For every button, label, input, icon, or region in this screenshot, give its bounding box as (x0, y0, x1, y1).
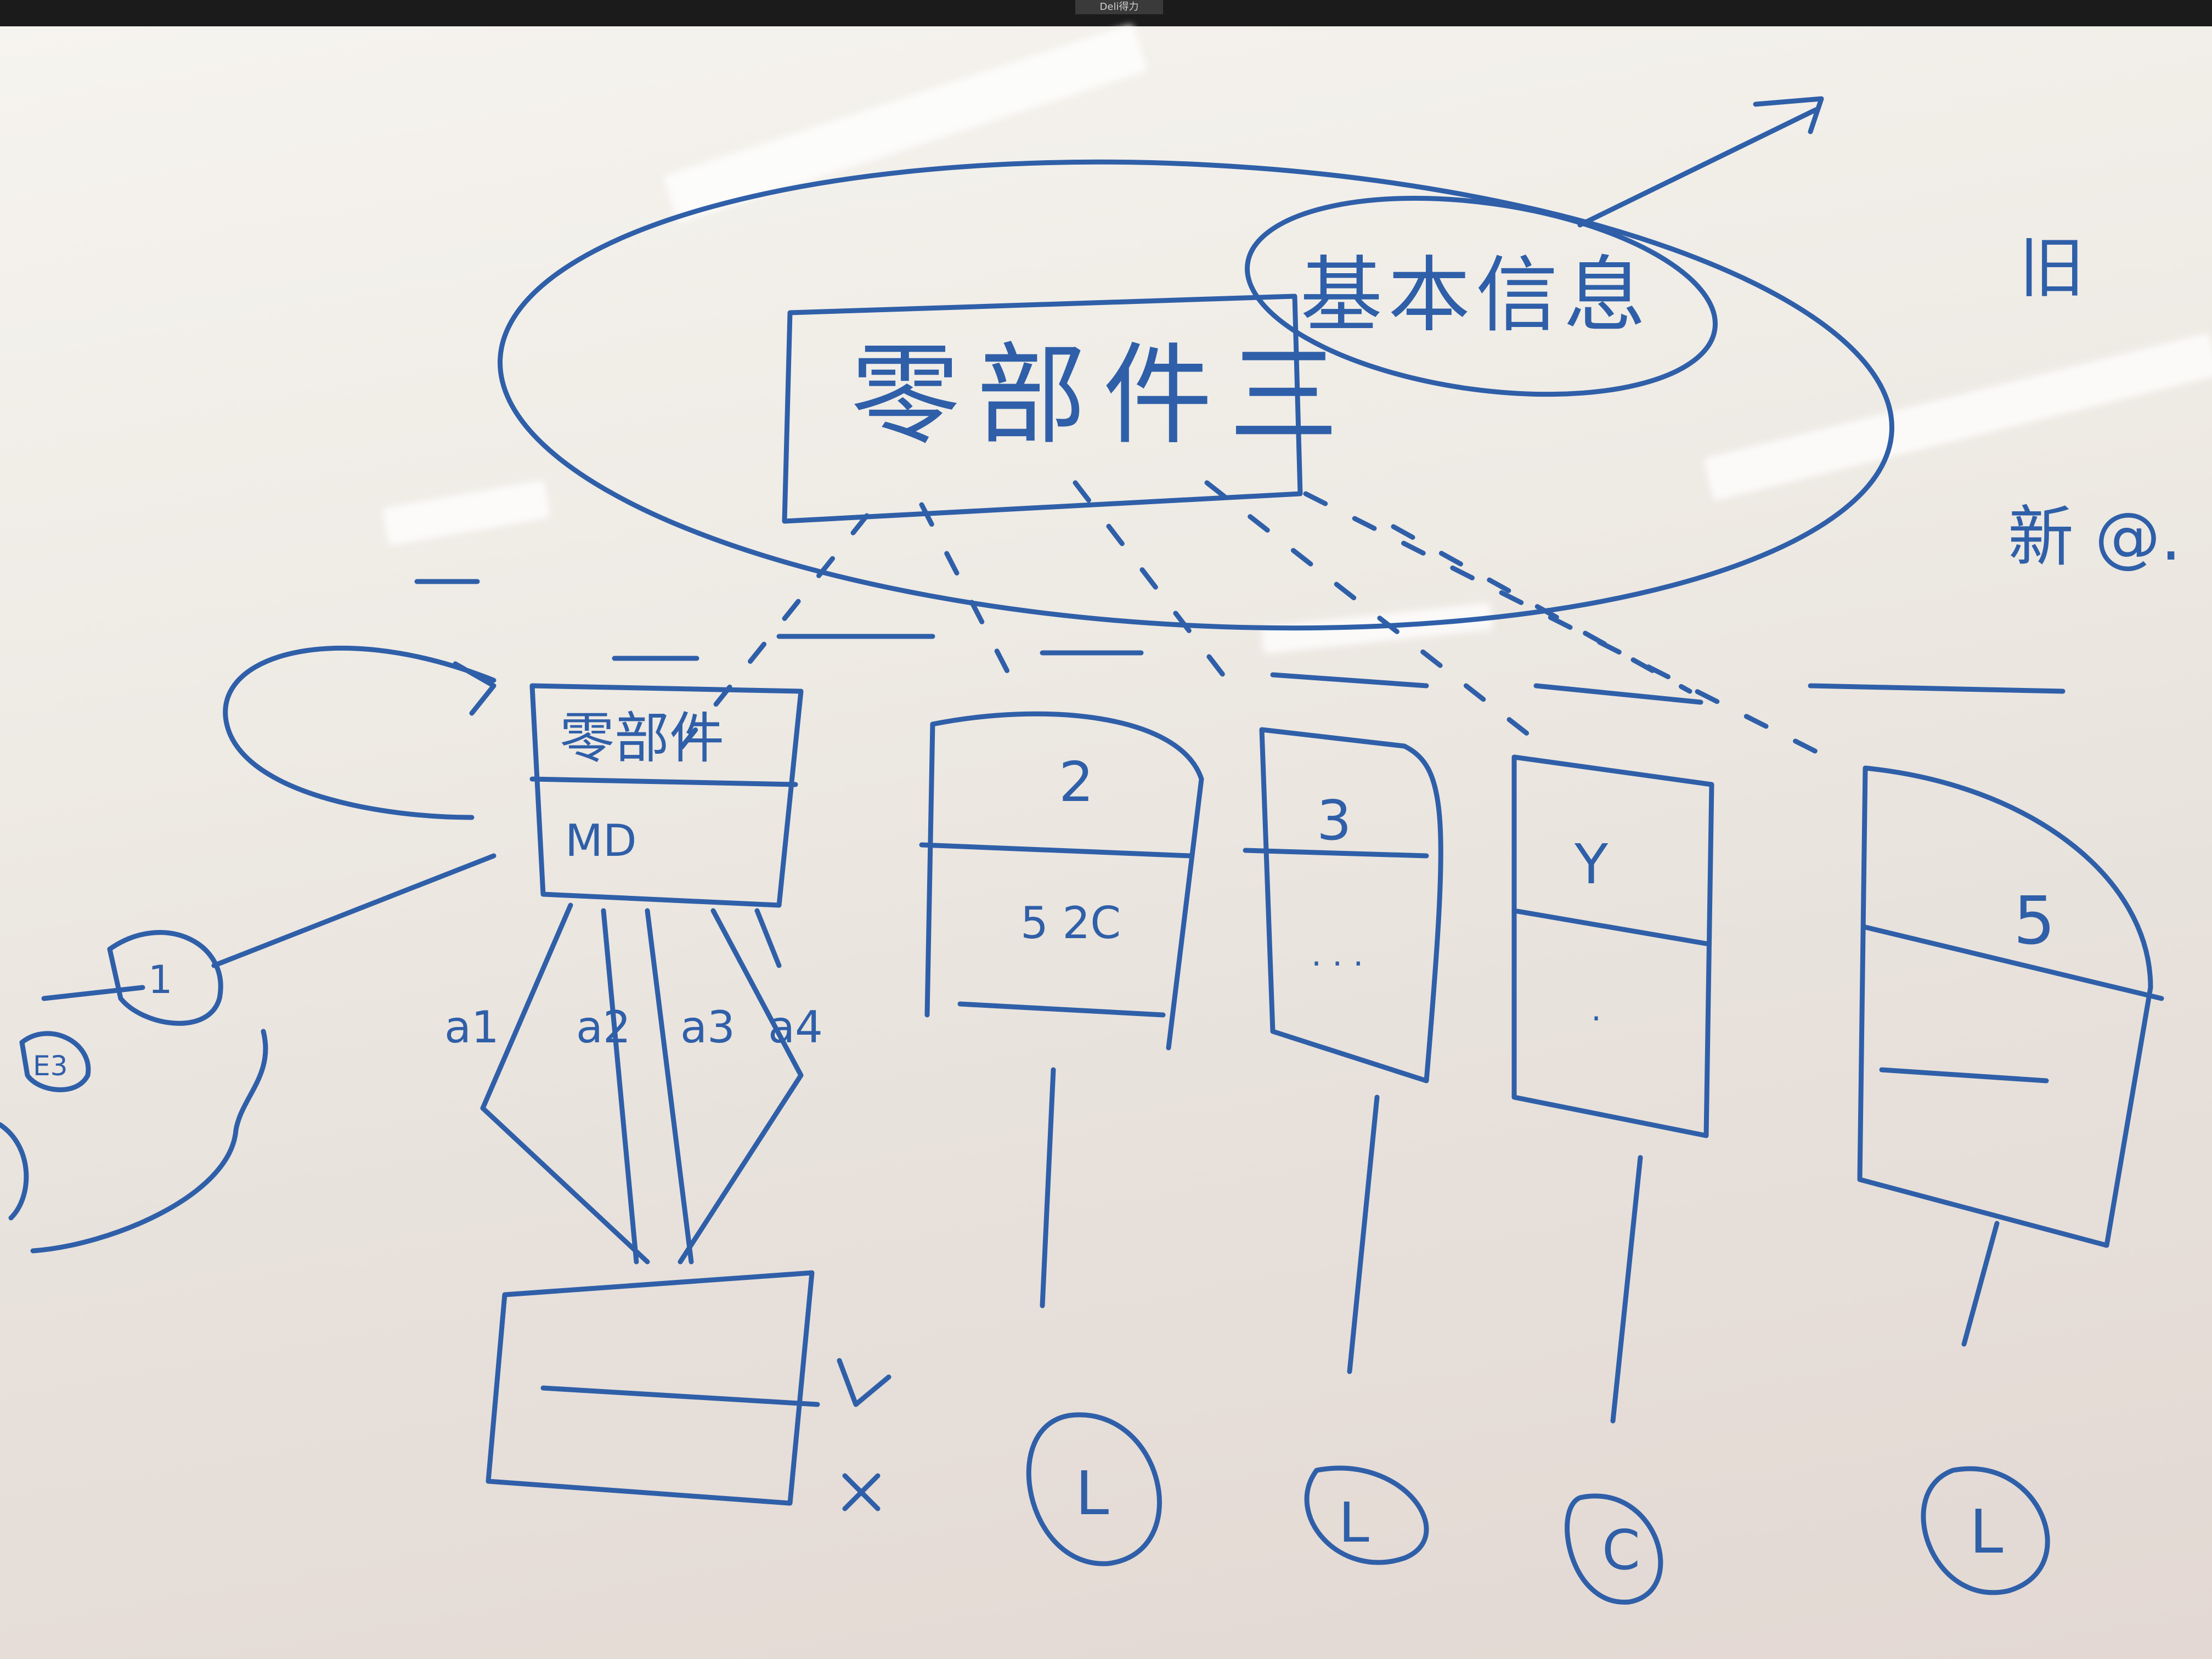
component-sub: MD (565, 815, 637, 866)
table-box-outline (486, 1270, 820, 1506)
curvy-line (0, 1029, 268, 1254)
legend-new-label: 新 @. (2008, 499, 2181, 575)
whiteboard-top-frame: Deli得力 (0, 0, 2212, 26)
component-sub: 5 2C (1020, 898, 1121, 949)
component-box-outline (919, 711, 1204, 1051)
component-title: 3 (1317, 788, 1352, 853)
component-title: Y (1574, 832, 1609, 896)
attribute-label: a4 (768, 1002, 823, 1053)
attribute-line (480, 902, 804, 1265)
bottom-circle (1304, 1465, 1429, 1565)
attribute-label: a2 (576, 1002, 631, 1053)
component-title: 5 (2013, 883, 2055, 960)
bottom-circle-label: L (1970, 1497, 2003, 1567)
bottom-circle (1565, 1493, 1663, 1605)
component-box-outline (529, 683, 804, 908)
check-mark (837, 1358, 891, 1407)
bottom-circle-label: L (1075, 1458, 1109, 1528)
legend-old-label: 旧 (2019, 230, 2085, 307)
bottom-circle (1026, 1412, 1162, 1566)
component-title: 2 (1059, 750, 1094, 814)
small-node-outline (19, 985, 145, 1092)
component-box-outline (1511, 754, 1714, 1138)
info-bubble-outline (1245, 195, 1718, 397)
attribute-label: a3 (680, 1002, 735, 1053)
top-box-outline (782, 294, 1303, 524)
small-node-label: 1 (148, 957, 173, 1002)
small-node-label: E3 (33, 1050, 67, 1082)
small-node-outline (107, 853, 496, 1026)
connector-line (667, 480, 1841, 765)
bottom-circle (1921, 1466, 2050, 1595)
component-box-outline (1243, 727, 1443, 1084)
bubble-label: 基本信息 (1300, 248, 1651, 343)
top-box-label: 零部件三 (850, 332, 1355, 460)
bottom-circle-label: C (1602, 1518, 1640, 1582)
arrow-line (1577, 96, 1824, 228)
column-line (1040, 1067, 2000, 1424)
cross-mark (842, 1473, 881, 1511)
component-sub: . (1591, 990, 1601, 1029)
brand-logo: Deli得力 (1075, 0, 1163, 14)
loop-arrow (223, 645, 496, 820)
component-sub: . . . (1311, 935, 1363, 974)
component-title: 零部件 (560, 706, 724, 770)
attribute-label: a1 (444, 1002, 499, 1053)
bottom-circle-label: L (1339, 1491, 1369, 1555)
dash-marks (414, 579, 2066, 705)
component-box-outline (1857, 765, 2164, 1248)
